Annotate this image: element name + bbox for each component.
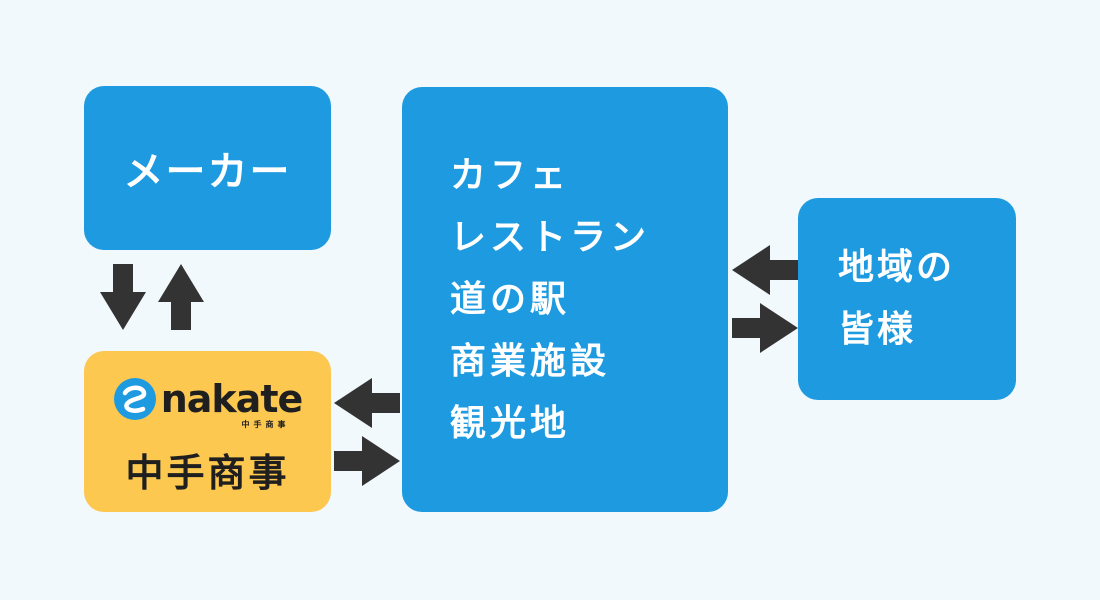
arrow-left-icon: [334, 378, 400, 428]
local-residents-box: 地域の 皆様: [798, 198, 1016, 400]
nakate-logo-subtext: 中手商事: [241, 420, 290, 429]
venue-line: 商業施設: [450, 340, 611, 382]
venue-line: レストラン: [450, 216, 651, 258]
nakate-logo-text: nakate: [160, 377, 304, 421]
locals-line: 地域の: [838, 247, 956, 288]
maker-box: メーカー: [84, 86, 331, 250]
nakate-logo: nakate: [113, 377, 303, 421]
venue-line: 観光地: [450, 402, 571, 444]
arrow-up-icon: [158, 264, 204, 330]
nakate-swirl-logo-icon: [113, 378, 156, 420]
venue-line: 道の駅: [450, 278, 571, 320]
arrow-right-icon: [732, 303, 798, 353]
venues-box: カフェ レストラン 道の駅 商業施設 観光地: [402, 87, 728, 512]
maker-label: メーカー: [123, 149, 292, 195]
arrow-left-icon: [732, 245, 798, 295]
nakate-box: nakate 中手商事 中手商事: [84, 351, 331, 512]
venue-line: カフェ: [450, 154, 571, 196]
nakate-name: 中手商事: [125, 451, 290, 495]
arrow-right-icon: [334, 436, 400, 486]
locals-line: 皆様: [838, 309, 917, 350]
arrow-down-icon: [100, 264, 146, 330]
